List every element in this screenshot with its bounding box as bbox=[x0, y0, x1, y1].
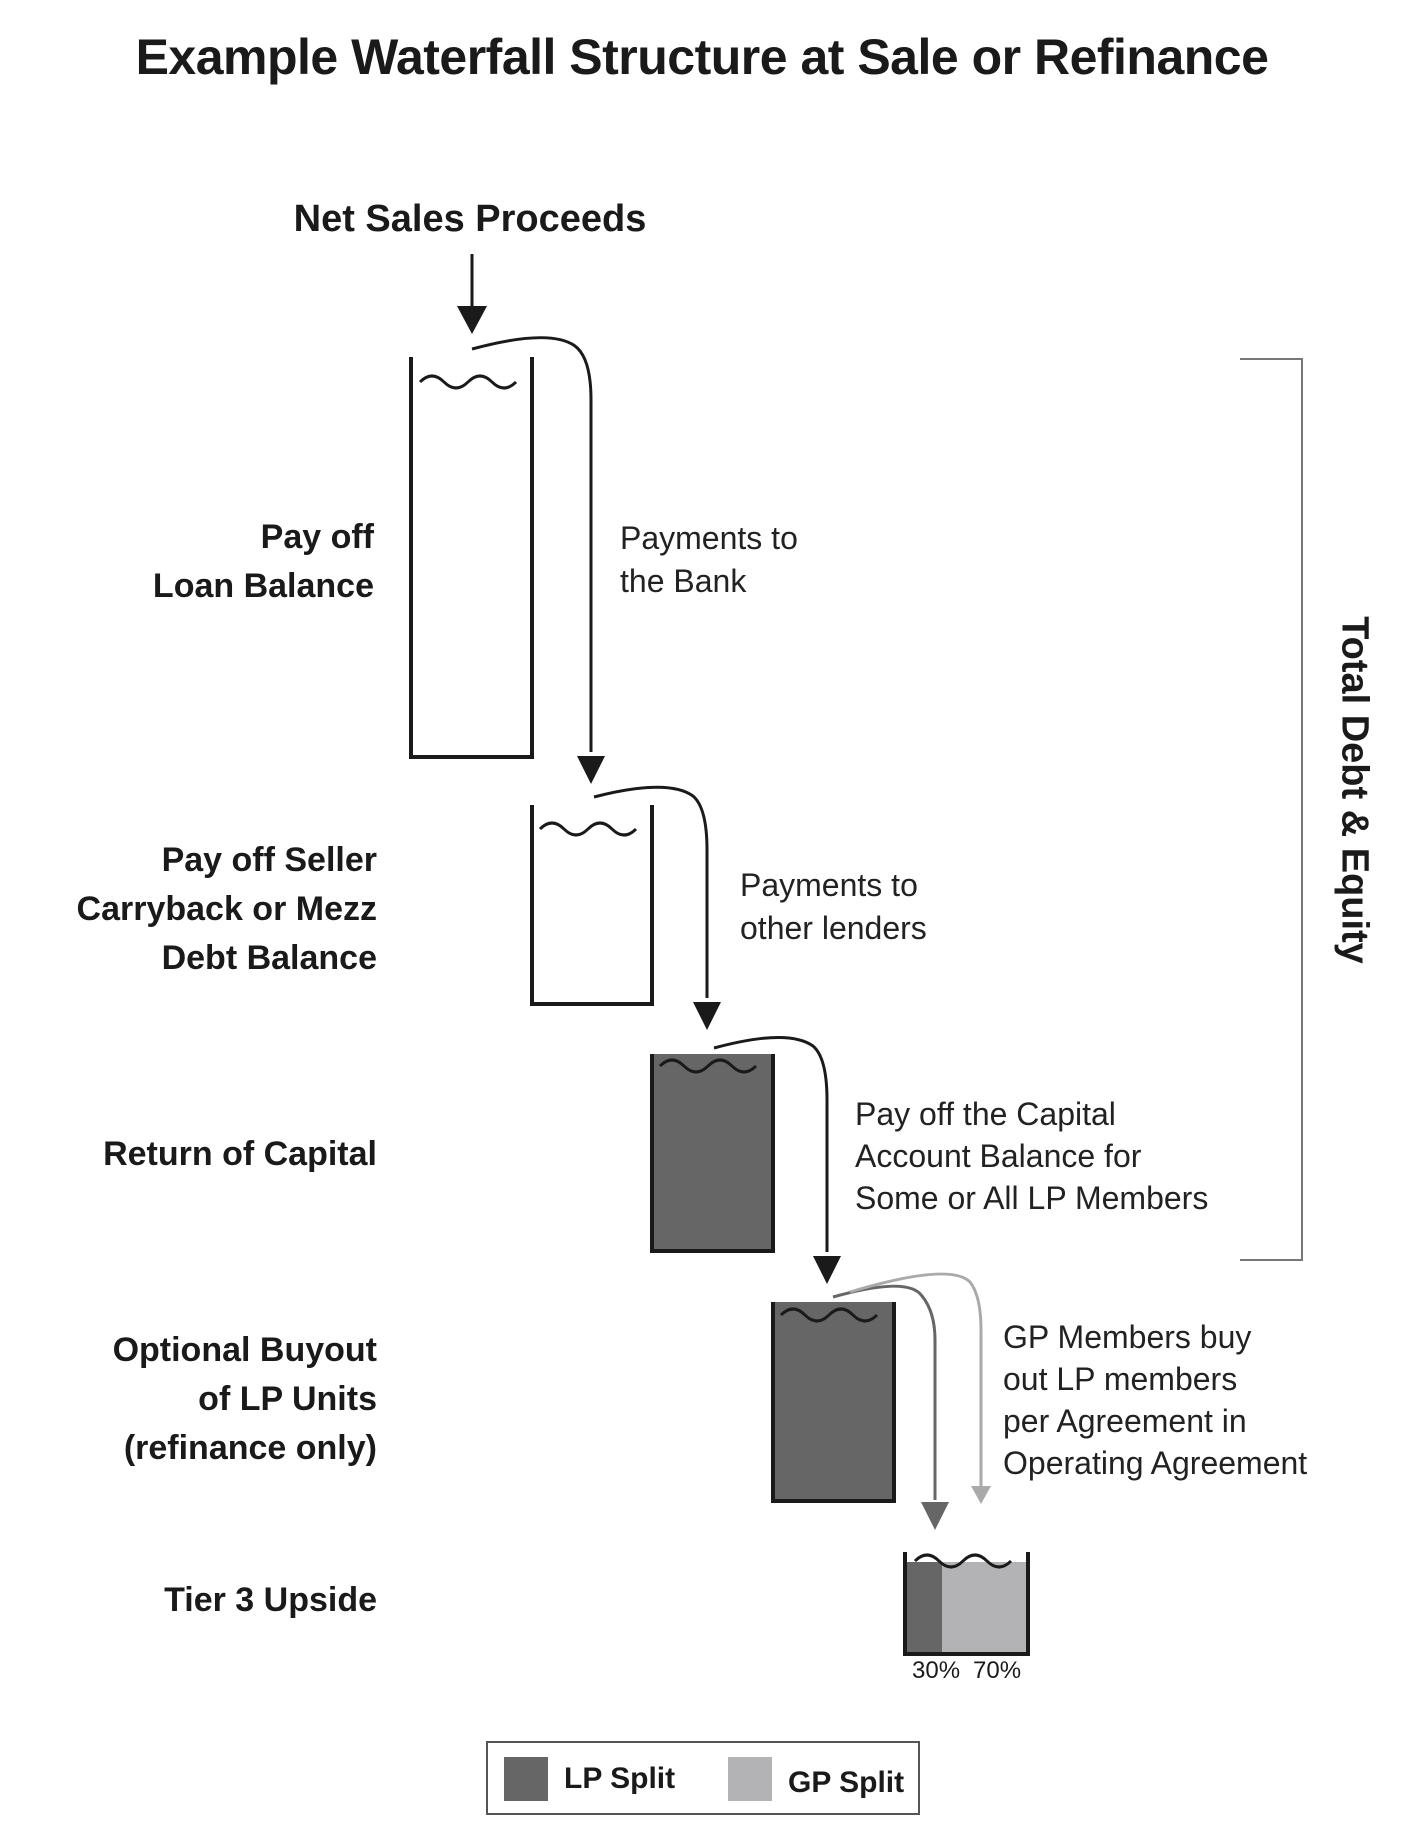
bucket-buyout bbox=[771, 1302, 896, 1503]
stage-label-tier3: Tier 3 Upside bbox=[164, 1581, 377, 1619]
flow-arrow-2 bbox=[593, 785, 721, 1030]
legend-lp-label: LP Split bbox=[564, 1762, 676, 1795]
stage-label-buyout: Optional Buyout of LP Units (refinance o… bbox=[112, 1331, 377, 1467]
lp-swatch bbox=[504, 1757, 548, 1801]
bucket-mezz bbox=[530, 805, 654, 1006]
legend-item-lp: LP Split bbox=[504, 1757, 675, 1801]
water-wave bbox=[418, 374, 518, 390]
total-bracket bbox=[1240, 358, 1303, 1261]
water-wave bbox=[779, 1307, 879, 1323]
gp-percent-label: 70% bbox=[973, 1657, 1022, 1684]
flow-note-capital: Pay off the Capital Account Balance for … bbox=[855, 1096, 1209, 1216]
diagram-title: Example Waterfall Structure at Sale or R… bbox=[135, 29, 1269, 85]
flow-arrow-1 bbox=[471, 336, 605, 784]
flow-arrow-4-gp bbox=[849, 1272, 991, 1504]
flow-arrow-4-lp bbox=[832, 1284, 949, 1530]
source-label: Net Sales Proceeds bbox=[293, 198, 647, 240]
source-arrow bbox=[457, 254, 487, 334]
gp-swatch bbox=[728, 1757, 772, 1801]
total-debt-equity-label: Total Debt & Equity bbox=[1333, 616, 1376, 964]
flow-note-buyout: GP Members buy out LP members per Agreem… bbox=[1003, 1319, 1308, 1481]
water-wave bbox=[538, 821, 638, 837]
legend-gp-label: GP Split bbox=[788, 1766, 905, 1799]
stage-label-loan: Pay off Loan Balance bbox=[152, 518, 374, 605]
water-wave bbox=[913, 1553, 1013, 1569]
stage-label-capital: Return of Capital bbox=[103, 1135, 377, 1173]
bucket-tier3 bbox=[903, 1552, 1030, 1656]
stage-label-mezz: Pay off Seller Carryback or Mezz Debt Ba… bbox=[76, 841, 377, 977]
lp-split-fill bbox=[905, 1562, 942, 1654]
bucket-capital bbox=[650, 1054, 775, 1253]
flow-note-mezz: Payments to other lenders bbox=[740, 867, 927, 946]
lp-percent-label: 30% bbox=[912, 1657, 961, 1684]
flow-arrow-3 bbox=[713, 1035, 841, 1284]
legend: LP Split GP Split bbox=[486, 1741, 920, 1815]
gp-split-fill bbox=[942, 1562, 1028, 1654]
legend-item-gp: GP Split bbox=[728, 1757, 904, 1801]
bucket-loan bbox=[409, 357, 534, 759]
flow-note-loan: Payments to the Bank bbox=[620, 520, 798, 599]
water-wave bbox=[658, 1058, 758, 1074]
